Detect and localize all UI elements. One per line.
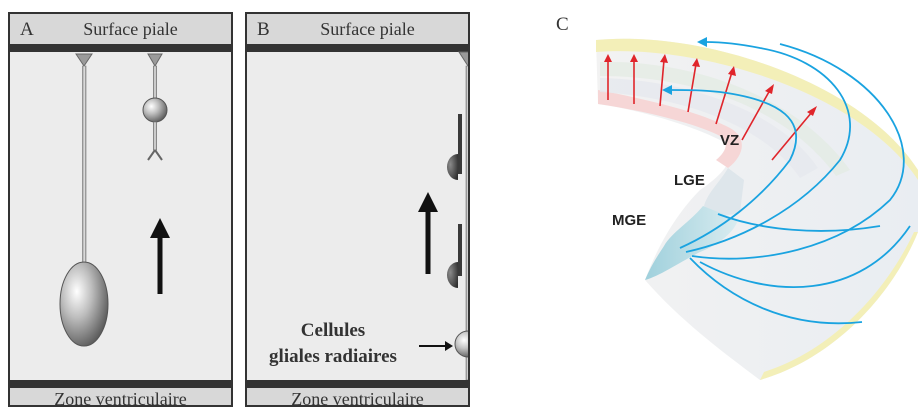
radial-glial-cell <box>59 53 109 347</box>
pial-surface-bar <box>247 44 468 52</box>
ventricular-zone-bar <box>10 380 231 388</box>
pial-surface-bar <box>10 44 231 52</box>
vz-band <box>598 90 742 168</box>
radial-glial-cells-label-line2: gliales radiaires <box>269 346 397 367</box>
tangential-arrowheads <box>662 37 707 95</box>
migration-arrow <box>150 218 170 294</box>
panel-b: B Surface piale <box>245 12 470 407</box>
panel-a-letter: A <box>20 19 34 40</box>
mge-label: MGE <box>612 212 647 229</box>
radial-glial-cells-label: Cellules gliales radiaires <box>248 318 418 370</box>
subventricular-band <box>600 78 818 178</box>
tangential-migration-arrows <box>671 41 911 325</box>
lge-region <box>704 168 744 215</box>
pial-surface-label: Surface piale <box>320 19 415 39</box>
intermediate-band <box>600 61 850 177</box>
pial-surface-band <box>247 14 468 44</box>
ventricular-zone-bar <box>247 380 468 388</box>
panel-b-letter: B <box>257 19 270 40</box>
pial-surface-label: Surface piale <box>83 19 178 39</box>
panel-b-illustration <box>418 51 468 381</box>
pial-surface-band <box>10 14 231 44</box>
radial-glial-cells-label-line1: Cellules <box>300 320 366 341</box>
cortical-tissue-wedge <box>596 38 918 380</box>
ventricular-zone-band <box>247 388 468 405</box>
vz-label: VZ <box>720 132 740 149</box>
glial-cell-pointer-arrow <box>419 341 453 351</box>
panel-c-letter: C <box>556 14 569 35</box>
ventricular-zone-label: Zone ventriculaire <box>54 389 187 407</box>
radial-glial-fiber <box>454 51 468 381</box>
panel-a: A Surface piale <box>8 12 233 407</box>
radial-migration-arrows <box>604 54 817 161</box>
panel-a-illustration <box>59 53 170 347</box>
migrating-neuron-upper <box>447 114 462 180</box>
ventricular-zone-label: Zone ventriculaire <box>291 389 424 407</box>
panel-c-illustration <box>596 37 918 380</box>
lge-label: LGE <box>674 172 705 189</box>
pial-edge <box>596 38 918 181</box>
migrating-neuron <box>142 53 168 161</box>
ventricular-zone-band <box>10 388 231 405</box>
migrating-neuron-lower <box>447 224 462 288</box>
migration-arrow <box>418 192 438 274</box>
